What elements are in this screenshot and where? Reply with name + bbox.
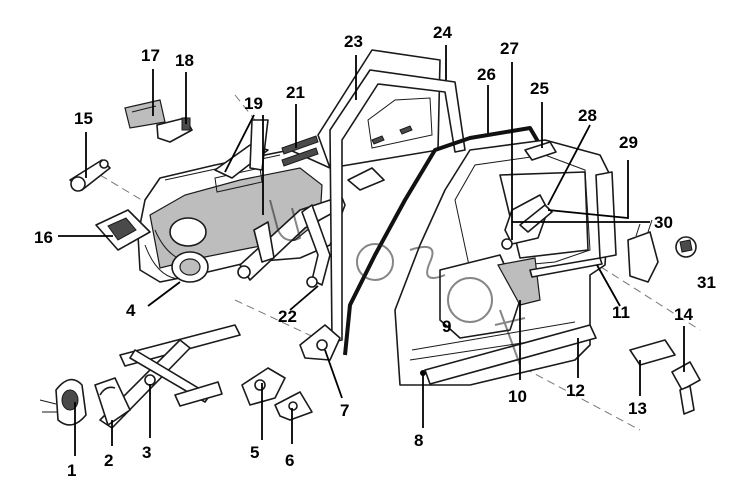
lock-bracket — [627, 219, 697, 283]
door-trim-panel — [137, 149, 346, 283]
door-hinges — [241, 367, 313, 421]
part-label-6: 6 — [285, 451, 294, 470]
part-label-12: 12 — [566, 381, 585, 400]
part-label-21: 21 — [286, 83, 305, 102]
part-label-10: 10 — [508, 387, 527, 406]
part-label-8: 8 — [414, 431, 423, 450]
striker — [299, 324, 341, 361]
part-label-15: 15 — [74, 109, 93, 128]
part-label-26: 26 — [477, 65, 496, 84]
lower-moulding — [424, 324, 597, 385]
belt-strip — [529, 257, 603, 278]
part-label-1: 1 — [67, 461, 76, 480]
door-shell — [394, 139, 611, 386]
part-label-11: 11 — [612, 303, 630, 322]
part-label-7: 7 — [340, 401, 349, 420]
part-label-18: 18 — [175, 51, 194, 70]
part-label-30: 30 — [654, 213, 673, 232]
part-label-3: 3 — [142, 443, 151, 462]
part-label-23: 23 — [344, 32, 363, 51]
part-label-28: 28 — [578, 106, 597, 125]
part-label-25: 25 — [530, 79, 549, 98]
hinge-assembly — [501, 194, 553, 250]
window-regulator — [94, 324, 241, 429]
part-label-4: 4 — [126, 301, 136, 320]
part-label-19: 19 — [244, 94, 263, 113]
part-label-31: 31 — [697, 273, 716, 292]
part-label-24: 24 — [433, 23, 452, 42]
part-label-27: 27 — [500, 39, 519, 58]
watermark-logo — [269, 199, 526, 366]
speaker-grille — [171, 251, 209, 283]
lock-cylinder — [39, 378, 87, 426]
part-label-29: 29 — [619, 133, 638, 152]
door-seal — [343, 126, 542, 356]
part-labels: 1 2 3 4 5 6 7 8 9 10 11 12 13 14 15 16 1… — [34, 23, 716, 480]
part-label-22: 22 — [278, 307, 297, 326]
switch-panel — [95, 209, 151, 251]
part-label-9: 9 — [442, 317, 451, 336]
part-label-13: 13 — [628, 399, 647, 418]
part-label-14: 14 — [674, 305, 693, 324]
waist-strip — [281, 135, 319, 167]
leader-lines — [58, 45, 685, 456]
armrest — [214, 119, 269, 179]
outer-handle — [629, 339, 701, 415]
inner-handle-lever — [69, 159, 111, 192]
part-label-2: 2 — [104, 451, 113, 470]
switch-blocks — [124, 99, 193, 143]
part-label-17: 17 — [141, 46, 160, 65]
part-label-5: 5 — [250, 443, 259, 462]
part-label-16: 16 — [34, 228, 53, 247]
